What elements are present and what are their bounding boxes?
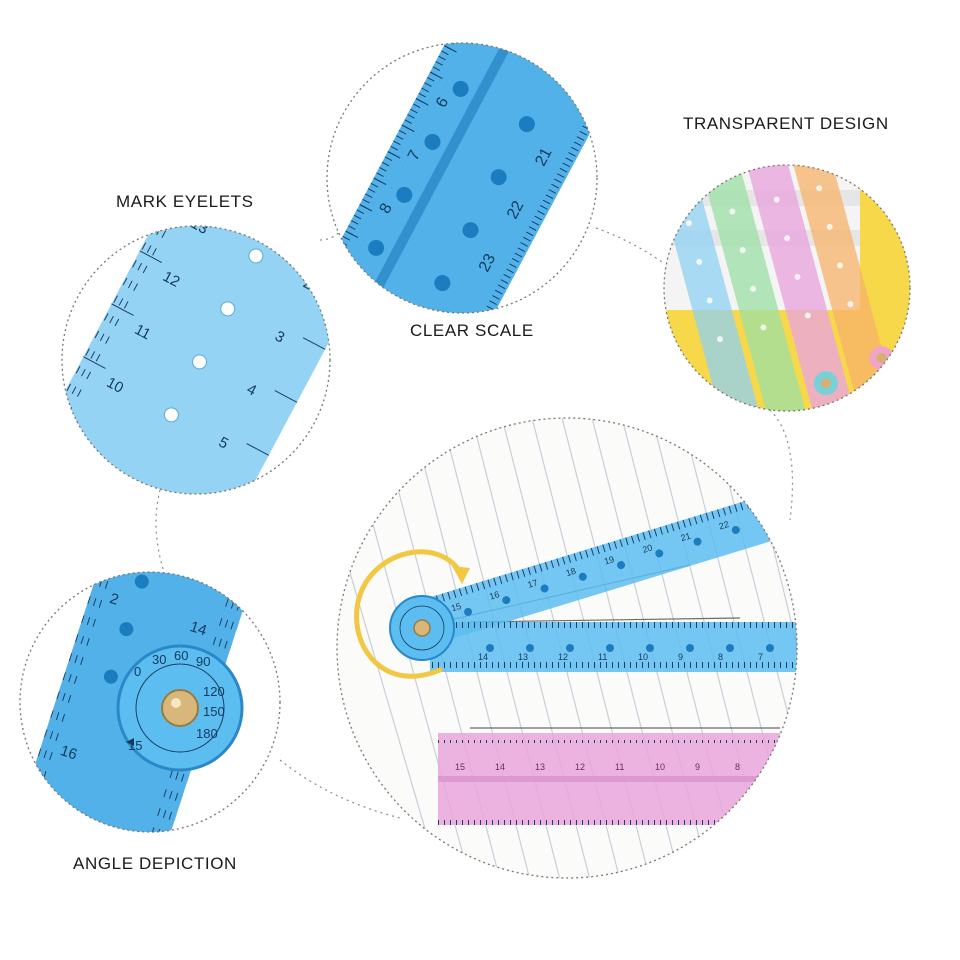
pink-ruler: 15 14 13 12 11 10 9 8: [438, 733, 797, 825]
arm-number: 13: [518, 652, 528, 662]
arm-number: 8: [718, 652, 723, 662]
rotation-arrowhead-icon: [452, 566, 470, 584]
main-usage-photo: 15 16 17 18 19 20 21 22 14 13 12 11 10: [337, 418, 797, 878]
pink-ruler-number: 10: [655, 762, 665, 772]
pink-ruler-number: 15: [455, 762, 465, 772]
arm-number: 9: [678, 652, 683, 662]
protractor-mark: 30: [152, 652, 166, 667]
arm-number: 22: [718, 519, 731, 531]
eyelets-number: 13: [188, 215, 211, 238]
clear-scale-photo: 8 7 6 23 22 21: [327, 43, 597, 313]
folding-arm: 15 16 17 18 19 20 21 22: [417, 484, 797, 646]
arm-number: 11: [598, 652, 607, 662]
mark-eyelets-photo: 2 3 4 5 13 12 11 10: [62, 215, 330, 494]
pink-ruler-number: 14: [495, 762, 505, 772]
arm-number: 18: [565, 566, 578, 578]
scale-number: 23: [476, 251, 499, 275]
pointer-arrow-icon: [126, 738, 134, 746]
eyelets-number: 11: [132, 321, 154, 343]
angle-scale-number: 14: [188, 618, 209, 639]
arm-number: 20: [641, 542, 654, 554]
transparent-design-photo: [664, 165, 910, 411]
protractor-mark: 180: [196, 726, 218, 741]
eyelets-number: 10: [104, 374, 127, 397]
pink-ruler-number: 11: [615, 762, 624, 772]
protractor-mark: 60: [174, 648, 188, 663]
connector-scale-design: [595, 227, 663, 263]
mark-eyelets-ring: [61, 225, 331, 495]
arm-number: 16: [488, 589, 501, 601]
connector-design-main: [769, 409, 794, 521]
arm-number: 12: [558, 652, 568, 662]
connector-eyelets-angle: [155, 489, 166, 576]
rotation-arrow-icon: [354, 549, 465, 679]
arm-number: 17: [526, 577, 539, 589]
clear-scale-ring: [326, 42, 598, 314]
arm-number: 21: [679, 531, 692, 543]
protractor-mark: 90: [196, 654, 210, 669]
pink-ruler-number: 8: [735, 762, 740, 772]
main-usage-ring: [336, 417, 798, 879]
transparent-design-ring: [663, 164, 911, 412]
arm-number: 7: [758, 652, 763, 662]
protractor-mark: 150: [203, 704, 225, 719]
protractor-mark: 0: [134, 664, 141, 679]
angle-scale-number: 16: [58, 742, 79, 763]
pink-ruler-number: 13: [535, 762, 545, 772]
protractor-mark: 120: [203, 684, 225, 699]
eyelets-number: 12: [160, 268, 183, 291]
pink-ruler-number: 9: [695, 762, 700, 772]
arm-number: 19: [603, 554, 616, 566]
arm-number: 10: [638, 652, 648, 662]
arm-number: 14: [478, 652, 488, 662]
pink-ruler-number: 12: [575, 762, 585, 772]
arm-number: 15: [450, 601, 463, 613]
eyelets-number: 2: [300, 275, 315, 294]
mark-eyelets-label: MARK EYELETS: [116, 192, 254, 211]
angle-depiction-label: ANGLE DEPICTION: [73, 854, 237, 873]
straight-arm: 14 13 12 11 10 9 8 7: [430, 622, 797, 672]
scale-number: 22: [504, 198, 527, 222]
clear-scale-label: CLEAR SCALE: [410, 321, 534, 340]
scale-number: 21: [532, 145, 555, 169]
angle-depiction-ring: [19, 571, 281, 833]
transparent-design-label: TRANSPARENT DESIGN: [683, 114, 889, 133]
pivot-rivet: [161, 689, 199, 727]
angle-depiction-photo: 13 14 2 16 0 30 60 90 120 150 180 15: [20, 572, 280, 832]
